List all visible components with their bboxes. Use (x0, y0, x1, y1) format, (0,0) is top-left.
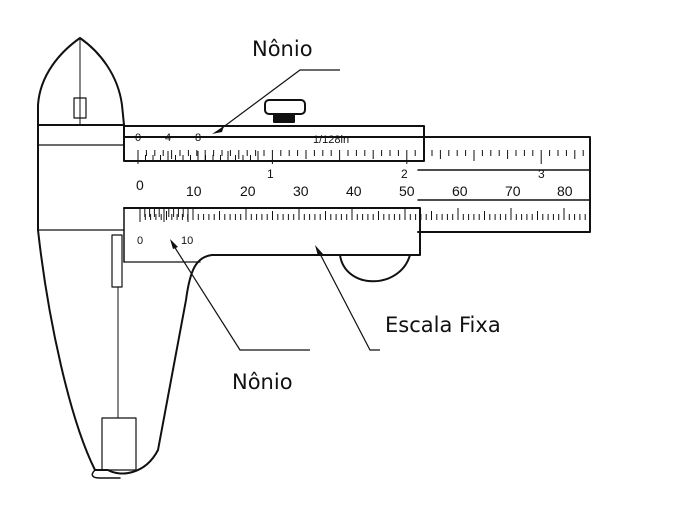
arrow-nonio-bottom (170, 239, 178, 249)
bottom-vernier-ticks (139, 208, 189, 222)
mm-label-80: 80 (557, 183, 573, 199)
mm-label-60: 60 (452, 183, 468, 199)
mm-label-70: 70 (505, 183, 521, 199)
mm-label-10: 10 (186, 183, 202, 199)
mm-label-20: 20 (240, 183, 256, 199)
inch-scale-ticks (137, 150, 584, 164)
upper-jaw (37, 37, 125, 126)
resolution-label: 1/128in (313, 134, 349, 146)
fixed-body (37, 124, 419, 471)
leader-escala-fixa (317, 249, 380, 351)
mm-scale-ticks (139, 208, 586, 220)
thumb-wheel (339, 254, 411, 283)
top-vernier-ticks (137, 151, 259, 161)
inch-label-1: 1 (267, 167, 274, 181)
leader-nonio-top (217, 69, 340, 132)
arrow-escala-fixa (315, 245, 323, 256)
leader-nonio-bottom (171, 242, 310, 351)
main-beam (417, 136, 591, 233)
label-escala-fixa: Escala Fixa (385, 313, 501, 337)
bottom-vernier-label-10: 10 (181, 235, 193, 247)
depth-gauge-block (111, 234, 123, 288)
thumb-screw (264, 99, 306, 115)
mm-label-50: 50 (399, 183, 415, 199)
mm-label-40: 40 (346, 183, 362, 199)
top-vernier-slider (123, 125, 425, 162)
bottom-vernier-slider (94, 207, 421, 475)
mm-label-0: 0 (136, 177, 144, 193)
top-vernier-label-4: 4 (165, 132, 171, 144)
label-nonio-bottom: Nônio (232, 370, 293, 394)
inch-label-2: 2 (401, 167, 408, 181)
top-vernier-label-8: 8 (195, 132, 201, 144)
label-nonio-top: Nônio (252, 37, 313, 61)
inch-label-3: 3 (538, 167, 545, 181)
bottom-vernier-label-0: 0 (137, 235, 143, 247)
top-vernier-label-0: 0 (135, 132, 141, 144)
mm-label-30: 30 (293, 183, 309, 199)
arrow-nonio-top (212, 126, 224, 134)
